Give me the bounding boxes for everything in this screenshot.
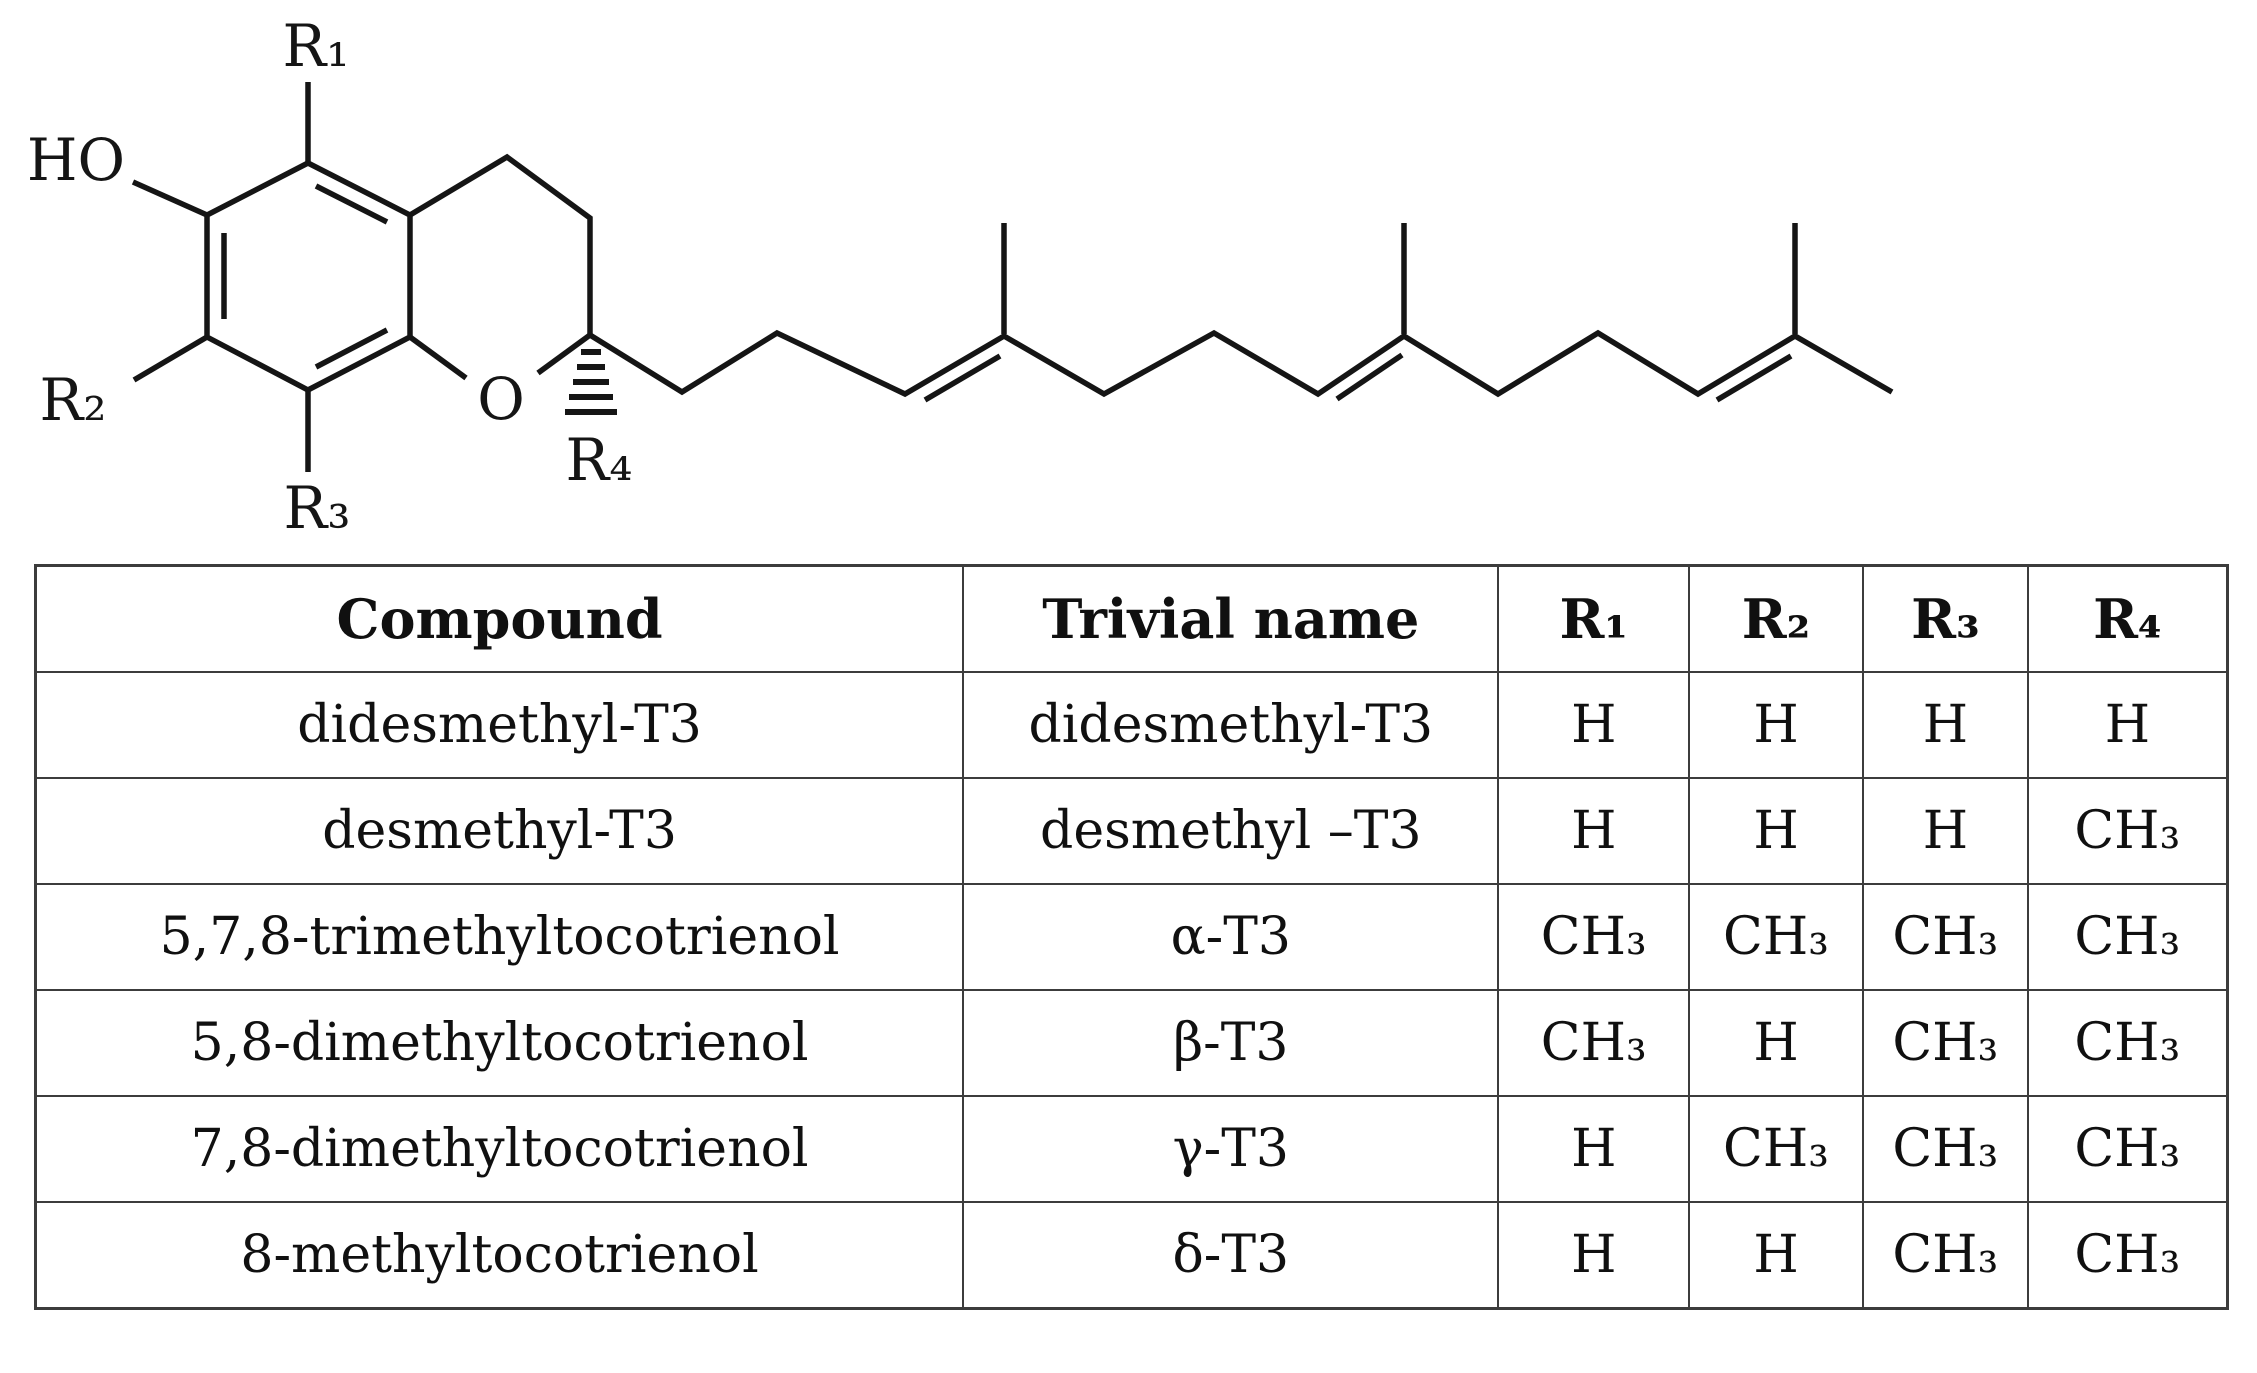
column-header-r1: R₁ — [1497, 564, 1691, 673]
column-header-compound: Compound — [34, 564, 965, 673]
substituent-table: Compound Trivial name R₁ R₂ R₃ R₄ didesm… — [34, 564, 2229, 1310]
compound-cell: 8-methyltocotrienol — [34, 1201, 965, 1310]
r3-cell: H — [1861, 671, 2029, 779]
r3-cell: CH₃ — [1861, 1095, 2029, 1203]
table-row: 5,7,8-trimethyltocotrienol α-T3 CH₃ CH₃ … — [34, 883, 2229, 991]
r1-cell: H — [1497, 1095, 1691, 1203]
hydroxyl-bond — [131, 179, 209, 218]
r1-cell: H — [1497, 777, 1691, 885]
trivial-name-cell: α-T3 — [962, 883, 1500, 991]
r1-cell: CH₃ — [1497, 989, 1691, 1097]
side-chain-zigzag — [588, 329, 1894, 398]
substituent-table-container: Compound Trivial name R₁ R₂ R₃ R₄ didesm… — [34, 564, 2229, 1310]
r3-cell: H — [1861, 777, 2029, 885]
hash-wedge-r4 — [565, 349, 617, 415]
benzene-ring-outline — [204, 159, 413, 394]
r4-cell: CH₃ — [2026, 1095, 2229, 1203]
r4-cell: CH₃ — [2026, 1201, 2229, 1310]
trivial-name-cell: desmethyl –T3 — [962, 777, 1500, 885]
r1-cell: H — [1497, 1201, 1691, 1310]
c2-to-oxygen-bond — [536, 332, 592, 376]
pyran-ring — [408, 153, 593, 381]
compound-cell: didesmethyl-T3 — [34, 671, 965, 779]
r3-cell: CH₃ — [1861, 883, 2029, 991]
substituent-bonds — [131, 82, 311, 472]
r2-cell: H — [1688, 1201, 1864, 1310]
table-row: 8-methyltocotrienol δ-T3 H H CH₃ CH₃ — [34, 1201, 2229, 1310]
compound-cell: desmethyl-T3 — [34, 777, 965, 885]
oxygen-to-ring-bond — [408, 334, 468, 381]
chain-double-bond-line — [923, 353, 1002, 403]
r1-cell: CH₃ — [1497, 883, 1691, 991]
r3-cell: CH₃ — [1861, 1201, 2029, 1310]
compound-cell: 7,8-dimethyltocotrienol — [34, 1095, 965, 1203]
compound-cell: 5,7,8-trimethyltocotrienol — [34, 883, 965, 991]
r2-label: R₂ — [40, 366, 107, 434]
r4-cell: H — [2026, 671, 2229, 779]
r2-cell: CH₃ — [1688, 1095, 1864, 1203]
r2-cell: H — [1688, 777, 1864, 885]
table-row: didesmethyl-T3 didesmethyl-T3 H H H H — [34, 671, 2229, 779]
trivial-name-cell: γ-T3 — [962, 1095, 1500, 1203]
column-header-trivial-name: Trivial name — [962, 564, 1500, 673]
table-row: 5,8-dimethyltocotrienol β-T3 CH₃ H CH₃ C… — [34, 989, 2229, 1097]
r3-label: R₃ — [284, 474, 351, 542]
pyran-ring-bonds — [408, 153, 593, 335]
r2-cell: H — [1688, 671, 1864, 779]
r4-cell: CH₃ — [2026, 883, 2229, 991]
compound-cell: 5,8-dimethyltocotrienol — [34, 989, 965, 1097]
tocotrienol-structure-svg: HO R₁ R₂ R₃ O R₄ — [27, 12, 1894, 542]
r2-cell: CH₃ — [1688, 883, 1864, 991]
trivial-name-cell: δ-T3 — [962, 1201, 1500, 1310]
aromatic-double-bond-line — [314, 327, 389, 370]
hydroxyl-label: HO — [27, 126, 125, 194]
chemical-structure-diagram: HO R₁ R₂ R₃ O R₄ — [0, 0, 2257, 556]
trivial-name-cell: β-T3 — [962, 989, 1500, 1097]
header-row: Compound Trivial name R₁ R₂ R₃ R₄ — [34, 564, 2229, 673]
column-header-r3: R₃ — [1861, 564, 2029, 673]
column-header-r2: R₂ — [1688, 564, 1864, 673]
r2-cell: H — [1688, 989, 1864, 1097]
benzene-ring — [204, 159, 413, 394]
r1-label: R₁ — [283, 12, 350, 80]
r3-cell: CH₃ — [1861, 989, 2029, 1097]
ring-oxygen-label: O — [477, 365, 525, 433]
aromatic-double-bond-line — [314, 183, 389, 225]
chain-double-bond-line — [1335, 352, 1404, 402]
side-chain — [588, 223, 1894, 403]
table-row: 7,8-dimethyltocotrienol γ-T3 H CH₃ CH₃ C… — [34, 1095, 2229, 1203]
chain-double-bond-line — [1715, 353, 1793, 403]
trivial-name-cell: didesmethyl-T3 — [962, 671, 1500, 779]
r4-cell: CH₃ — [2026, 777, 2229, 885]
r2-bond — [132, 334, 209, 383]
column-header-r4: R₄ — [2026, 564, 2229, 673]
table-row: desmethyl-T3 desmethyl –T3 H H H CH₃ — [34, 777, 2229, 885]
r4-cell: CH₃ — [2026, 989, 2229, 1097]
r1-cell: H — [1497, 671, 1691, 779]
r4-label: R₄ — [566, 426, 633, 494]
